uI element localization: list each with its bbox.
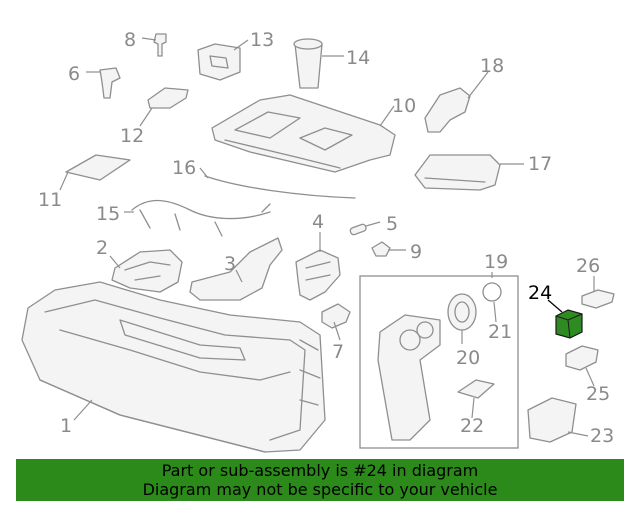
callout-23: 23 (590, 425, 614, 447)
callout-7: 7 (332, 341, 344, 363)
part-17-armrest[interactable] (414, 154, 501, 191)
part-10-upper-trim[interactable] (211, 94, 396, 173)
part-21-ring[interactable] (482, 282, 502, 302)
callout-6: 6 (68, 63, 80, 85)
callout-9: 9 (410, 241, 422, 263)
part-1-console-body[interactable] (21, 281, 326, 453)
part-12-mat[interactable] (147, 87, 189, 109)
part-24-switch[interactable] (555, 309, 583, 339)
callout-4: 4 (312, 211, 324, 233)
callout-20: 20 (456, 347, 480, 369)
callout-14: 14 (346, 47, 370, 69)
callout-17: 17 (528, 153, 552, 175)
banner-line-2: Diagram may not be specific to your vehi… (142, 480, 498, 499)
callout-5: 5 (386, 213, 398, 235)
part-7-clip[interactable] (321, 303, 351, 329)
part-16-cable[interactable] (204, 175, 356, 199)
part-22-bezel[interactable] (457, 379, 495, 399)
part-9-fastener[interactable] (371, 241, 391, 257)
callout-22: 22 (460, 415, 484, 437)
part-15-harness[interactable] (131, 199, 271, 237)
callout-13: 13 (250, 29, 274, 51)
callout-18: 18 (480, 55, 504, 77)
callout-numbers: 1 2 3 4 5 6 7 8 9 10 11 12 13 14 15 16 1… (38, 29, 614, 447)
banner-line-1: Part or sub-assembly is #24 in diagram (161, 461, 479, 480)
part-26-blank[interactable] (581, 289, 615, 309)
info-banner: Part or sub-assembly is #24 in diagram D… (16, 459, 624, 501)
part-25-bezel[interactable] (565, 345, 599, 371)
callout-8: 8 (124, 29, 136, 51)
callout-26: 26 (576, 255, 600, 277)
part-6-clip[interactable] (99, 67, 121, 99)
callout-10: 10 (392, 95, 416, 117)
part-4-mount[interactable] (295, 249, 341, 301)
part-14-cup[interactable] (293, 38, 323, 89)
callout-11: 11 (38, 189, 62, 211)
part-5-pin[interactable] (349, 223, 367, 236)
callout-19: 19 (484, 251, 508, 273)
callout-25: 25 (586, 383, 610, 405)
leader-lines (59, 37, 595, 437)
part-11-mat[interactable] (65, 154, 131, 181)
part-23-holder[interactable] (527, 397, 577, 443)
part-3-side-panel[interactable] (189, 237, 283, 301)
callout-1: 1 (60, 415, 72, 437)
part-8-push-pin[interactable] (153, 33, 167, 57)
part-18-trim[interactable] (424, 87, 471, 133)
part-13-bin[interactable] (197, 43, 241, 81)
callout-12: 12 (120, 125, 144, 147)
callout-3: 3 (224, 253, 236, 275)
part-19-group-box[interactable] (359, 275, 519, 449)
part-20-socket[interactable] (447, 293, 477, 331)
callout-21: 21 (488, 321, 512, 343)
callout-2: 2 (96, 237, 108, 259)
callout-15: 15 (96, 203, 120, 225)
callout-24: 24 (528, 282, 552, 304)
callout-16: 16 (172, 157, 196, 179)
part-2-bracket[interactable] (111, 249, 183, 293)
